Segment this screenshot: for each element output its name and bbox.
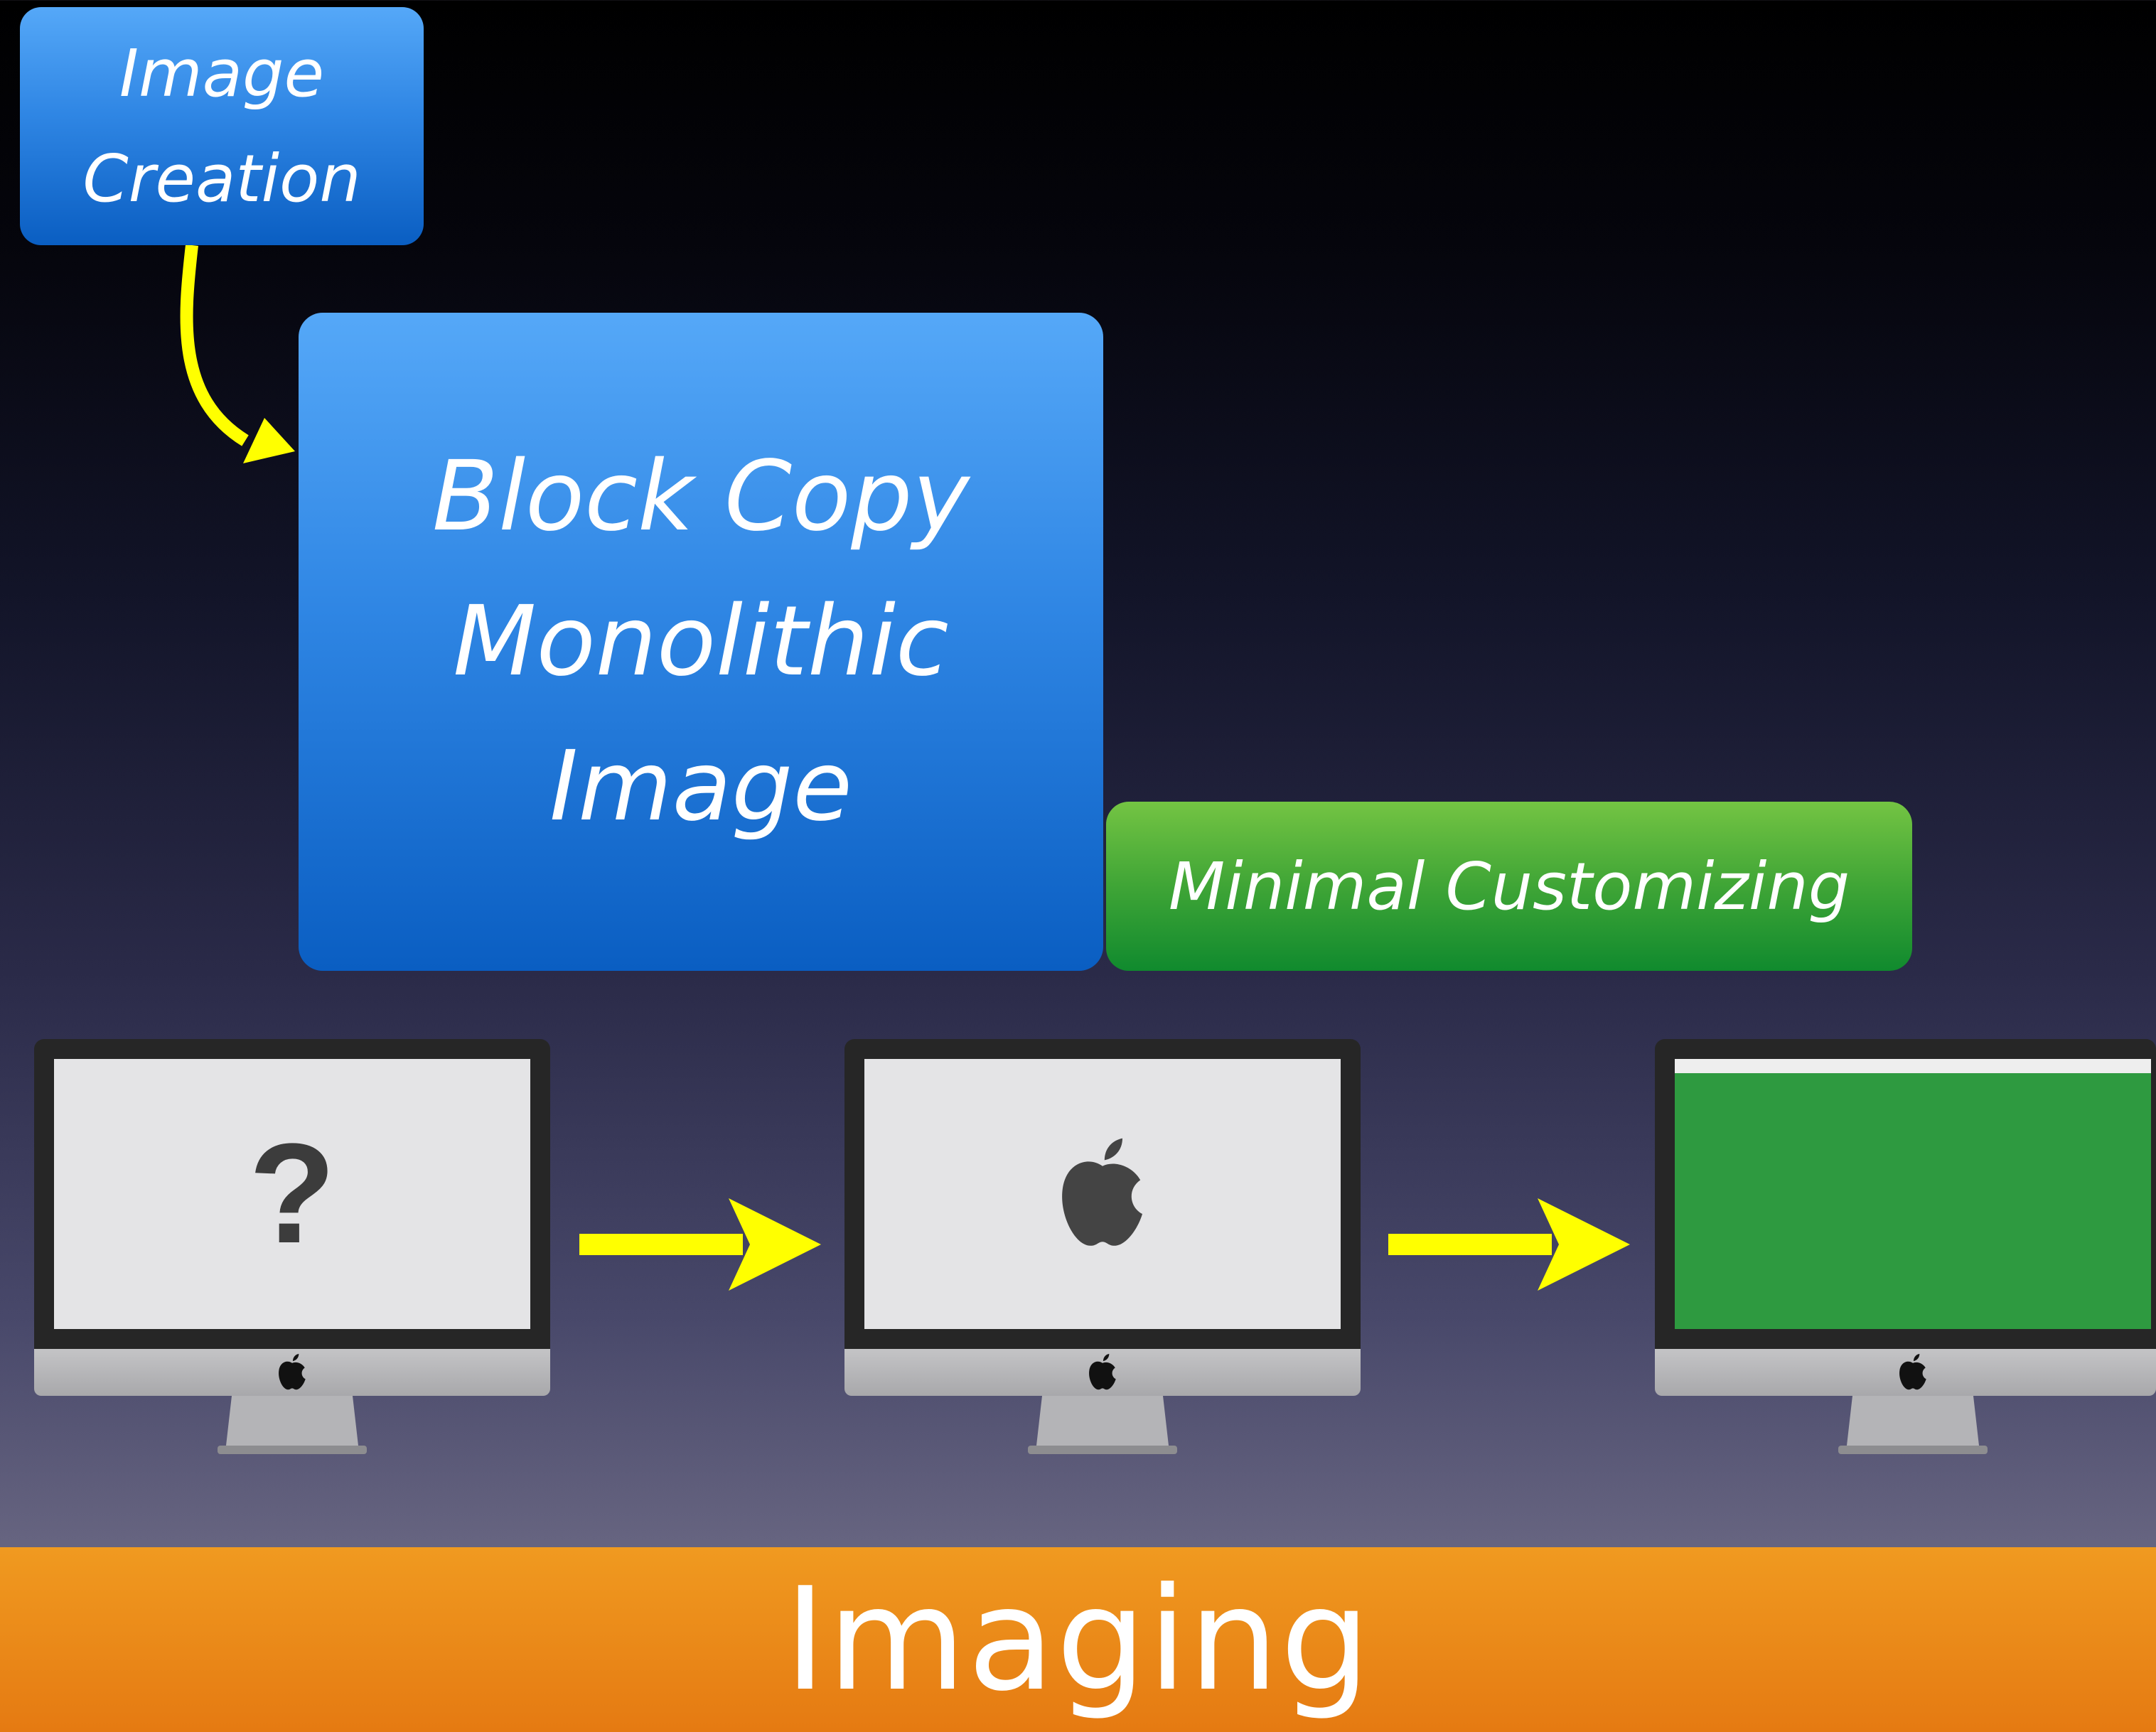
monitor-green-desktop	[1655, 1039, 2156, 1454]
monitor-chin	[1655, 1349, 2156, 1396]
monolithic-image-line-2: Monolithic	[453, 586, 949, 698]
minimal-customizing-box: Minimal Customizing	[1106, 802, 1912, 971]
monitor-stand	[218, 1396, 367, 1454]
monolithic-image-box: Block Copy Monolithic Image	[299, 313, 1103, 971]
monolithic-image-line-1: Block Copy	[431, 441, 970, 553]
footer-bar: Imaging	[0, 1547, 2156, 1732]
monitor-frame: ?	[34, 1039, 550, 1349]
monitor-apple-boot	[844, 1039, 1361, 1454]
apple-logo-icon	[1899, 1353, 1926, 1390]
footer-title: Imaging	[784, 1556, 1372, 1723]
right-arrow-icon	[1388, 1198, 1630, 1291]
monitor-frame	[1655, 1039, 2156, 1349]
minimal-customizing-label: Minimal Customizing	[1168, 848, 1850, 925]
monolithic-image-line-3: Image	[549, 731, 852, 843]
image-creation-line-2: Creation	[82, 140, 361, 217]
curved-arrow-icon	[180, 244, 295, 463]
menu-bar-strip	[1675, 1059, 2151, 1073]
monitor-chin	[844, 1349, 1361, 1396]
monitor-unknown: ?	[34, 1039, 550, 1454]
monitor-stand	[1028, 1396, 1177, 1454]
apple-logo-icon	[279, 1353, 306, 1390]
monitor-screen	[1675, 1059, 2151, 1329]
monitor-chin	[34, 1349, 550, 1396]
apple-logo-icon	[1062, 1138, 1142, 1246]
apple-logo-icon	[1089, 1353, 1116, 1390]
image-creation-line-1: Image	[119, 35, 325, 112]
monitor-screen: ?	[54, 1059, 530, 1329]
right-arrow-icon	[579, 1198, 821, 1291]
monitor-frame	[844, 1039, 1361, 1349]
monitor-screen	[864, 1059, 1341, 1329]
image-creation-box: Image Creation	[20, 7, 424, 245]
monitor-stand	[1838, 1396, 1988, 1454]
question-mark-icon: ?	[248, 1114, 336, 1273]
